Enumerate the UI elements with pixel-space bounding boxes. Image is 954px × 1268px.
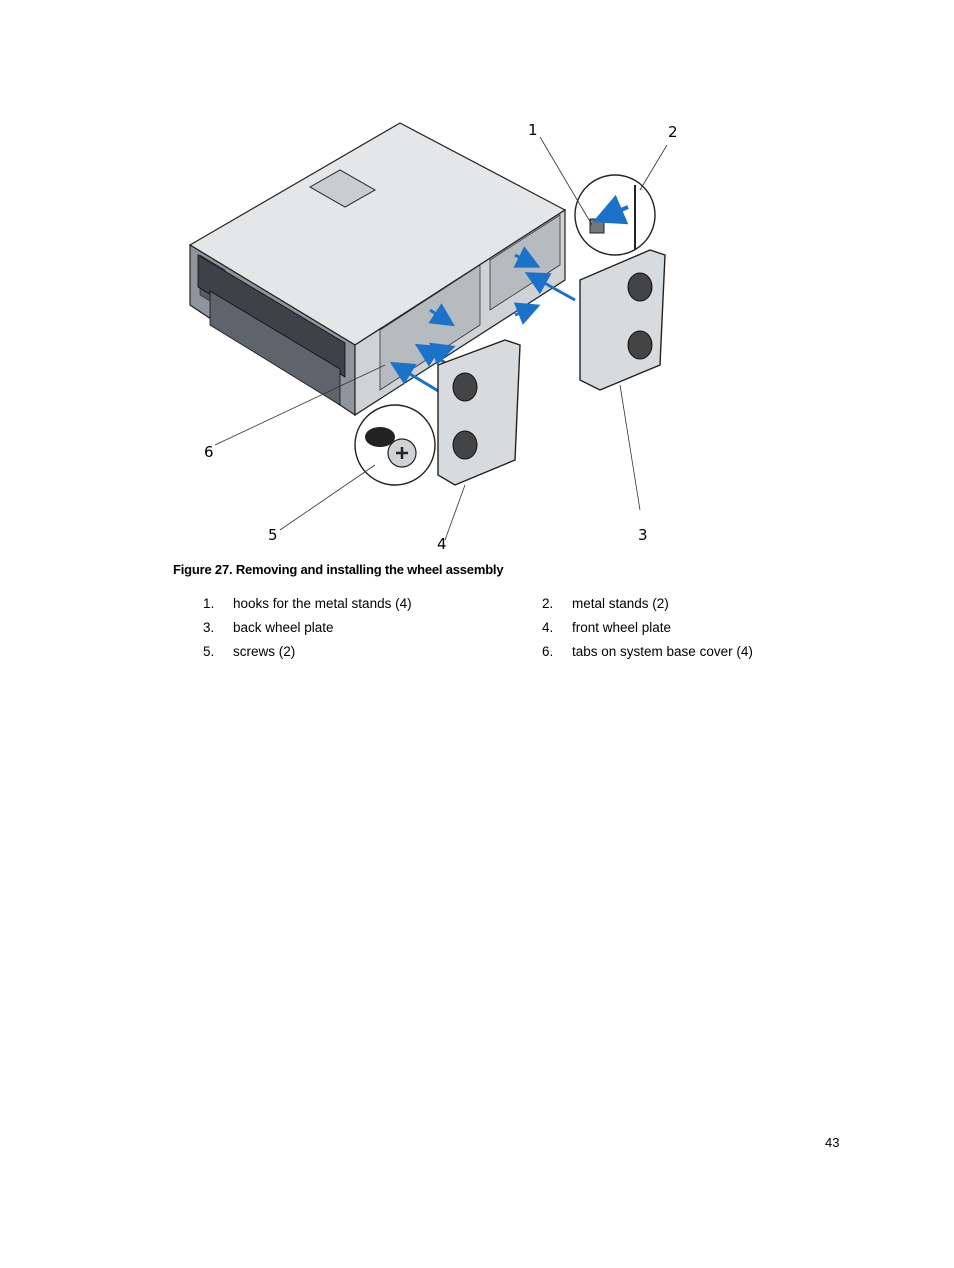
callout-2: 2 bbox=[668, 123, 678, 141]
legend-text: metal stands (2) bbox=[572, 596, 669, 611]
callout-1: 1 bbox=[528, 121, 538, 139]
front-wheel-plate bbox=[437, 339, 521, 486]
callout-3: 3 bbox=[638, 526, 648, 544]
back-wheel-plate bbox=[579, 249, 666, 391]
legend-number: 3. bbox=[203, 620, 215, 635]
legend-number: 6. bbox=[542, 644, 554, 659]
legend-text: tabs on system base cover (4) bbox=[572, 644, 753, 659]
callout-6: 6 bbox=[204, 443, 214, 461]
callout-4: 4 bbox=[437, 535, 447, 553]
legend-text: front wheel plate bbox=[572, 620, 672, 635]
figure-caption: Figure 27. Removing and installing the w… bbox=[173, 562, 504, 577]
legend-text: back wheel plate bbox=[233, 620, 334, 635]
hook-detail-inset bbox=[574, 174, 656, 256]
callout-5: 5 bbox=[268, 526, 278, 544]
leader-lines bbox=[214, 136, 668, 541]
legend-number: 1. bbox=[203, 596, 215, 611]
legend-text: screws (2) bbox=[233, 644, 296, 659]
legend-number: 4. bbox=[542, 620, 554, 635]
screw-detail-inset bbox=[354, 404, 436, 486]
legend-number: 5. bbox=[203, 644, 215, 659]
legend-number: 2. bbox=[542, 596, 554, 611]
legend-text: hooks for the metal stands (4) bbox=[233, 596, 412, 611]
wheel-assembly-illustration: 1 2 3 4 5 6 bbox=[180, 115, 700, 555]
page-number: 43 bbox=[825, 1135, 840, 1150]
